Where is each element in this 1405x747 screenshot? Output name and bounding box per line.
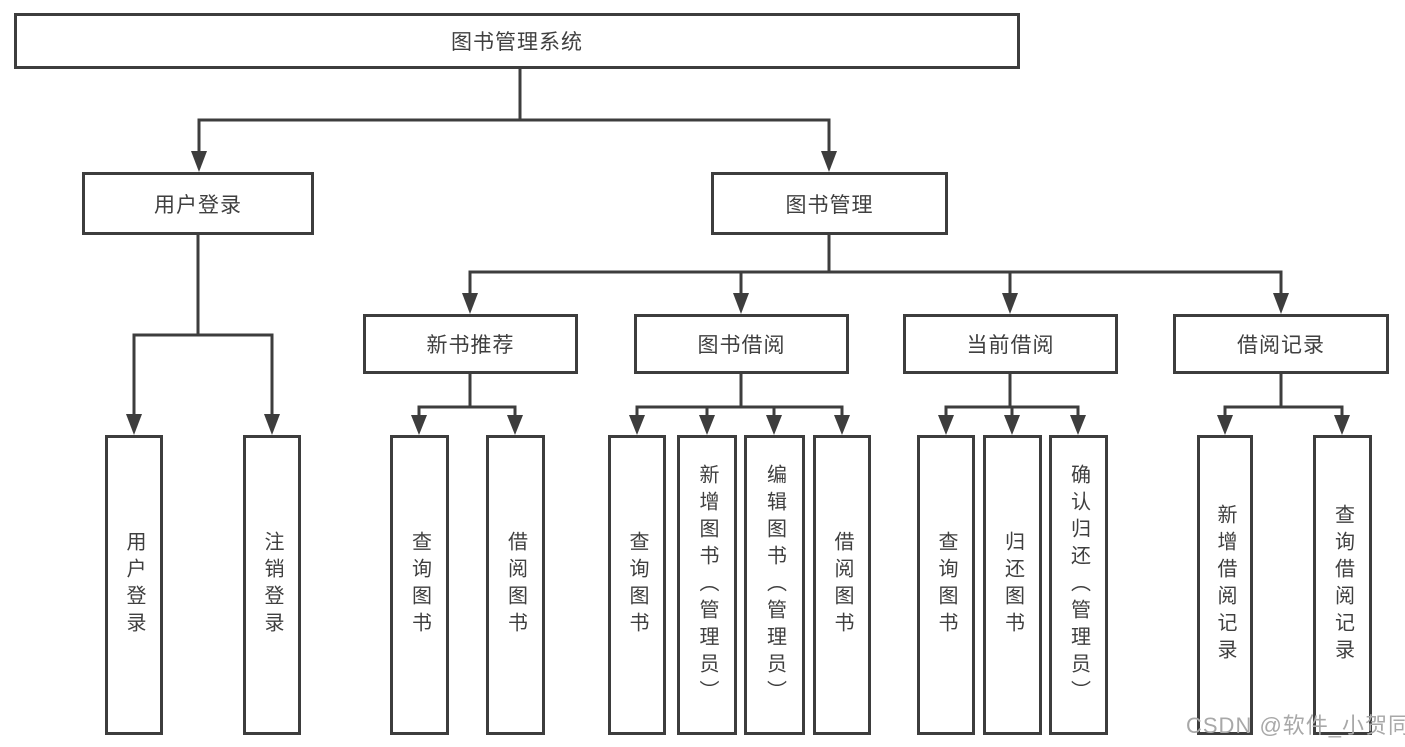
leaf-user-login: 用户登录 xyxy=(105,435,163,735)
csdn-watermark: CSDN @软件_小贺同学 xyxy=(1186,713,1405,738)
node-root: 图书管理系统 xyxy=(14,13,1020,69)
leaf-add-books-admin: 新增图书（管理员） xyxy=(677,435,737,735)
node-book-management: 图书管理 xyxy=(711,172,948,235)
leaf-add-borrow-record: 新增借阅记录 xyxy=(1197,435,1253,735)
leaf-borrow-books: 借阅图书 xyxy=(813,435,871,735)
leaf-return-books: 归还图书 xyxy=(983,435,1042,735)
leaf-query-books-borrow: 查询图书 xyxy=(608,435,666,735)
leaf-borrow-books-recommend: 借阅图书 xyxy=(486,435,545,735)
leaf-query-books-current: 查询图书 xyxy=(917,435,975,735)
node-user-login: 用户登录 xyxy=(82,172,314,235)
leaf-query-borrow-record: 查询借阅记录 xyxy=(1313,435,1372,735)
node-borrow-records: 借阅记录 xyxy=(1173,314,1389,374)
leaf-query-books-recommend: 查询图书 xyxy=(390,435,449,735)
node-current-borrow: 当前借阅 xyxy=(903,314,1118,374)
leaf-logout: 注销登录 xyxy=(243,435,301,735)
leaf-confirm-return-admin: 确认归还（管理员） xyxy=(1049,435,1108,735)
node-new-book-recommend: 新书推荐 xyxy=(363,314,578,374)
node-book-borrow: 图书借阅 xyxy=(634,314,849,374)
leaf-edit-books-admin: 编辑图书（管理员） xyxy=(744,435,805,735)
